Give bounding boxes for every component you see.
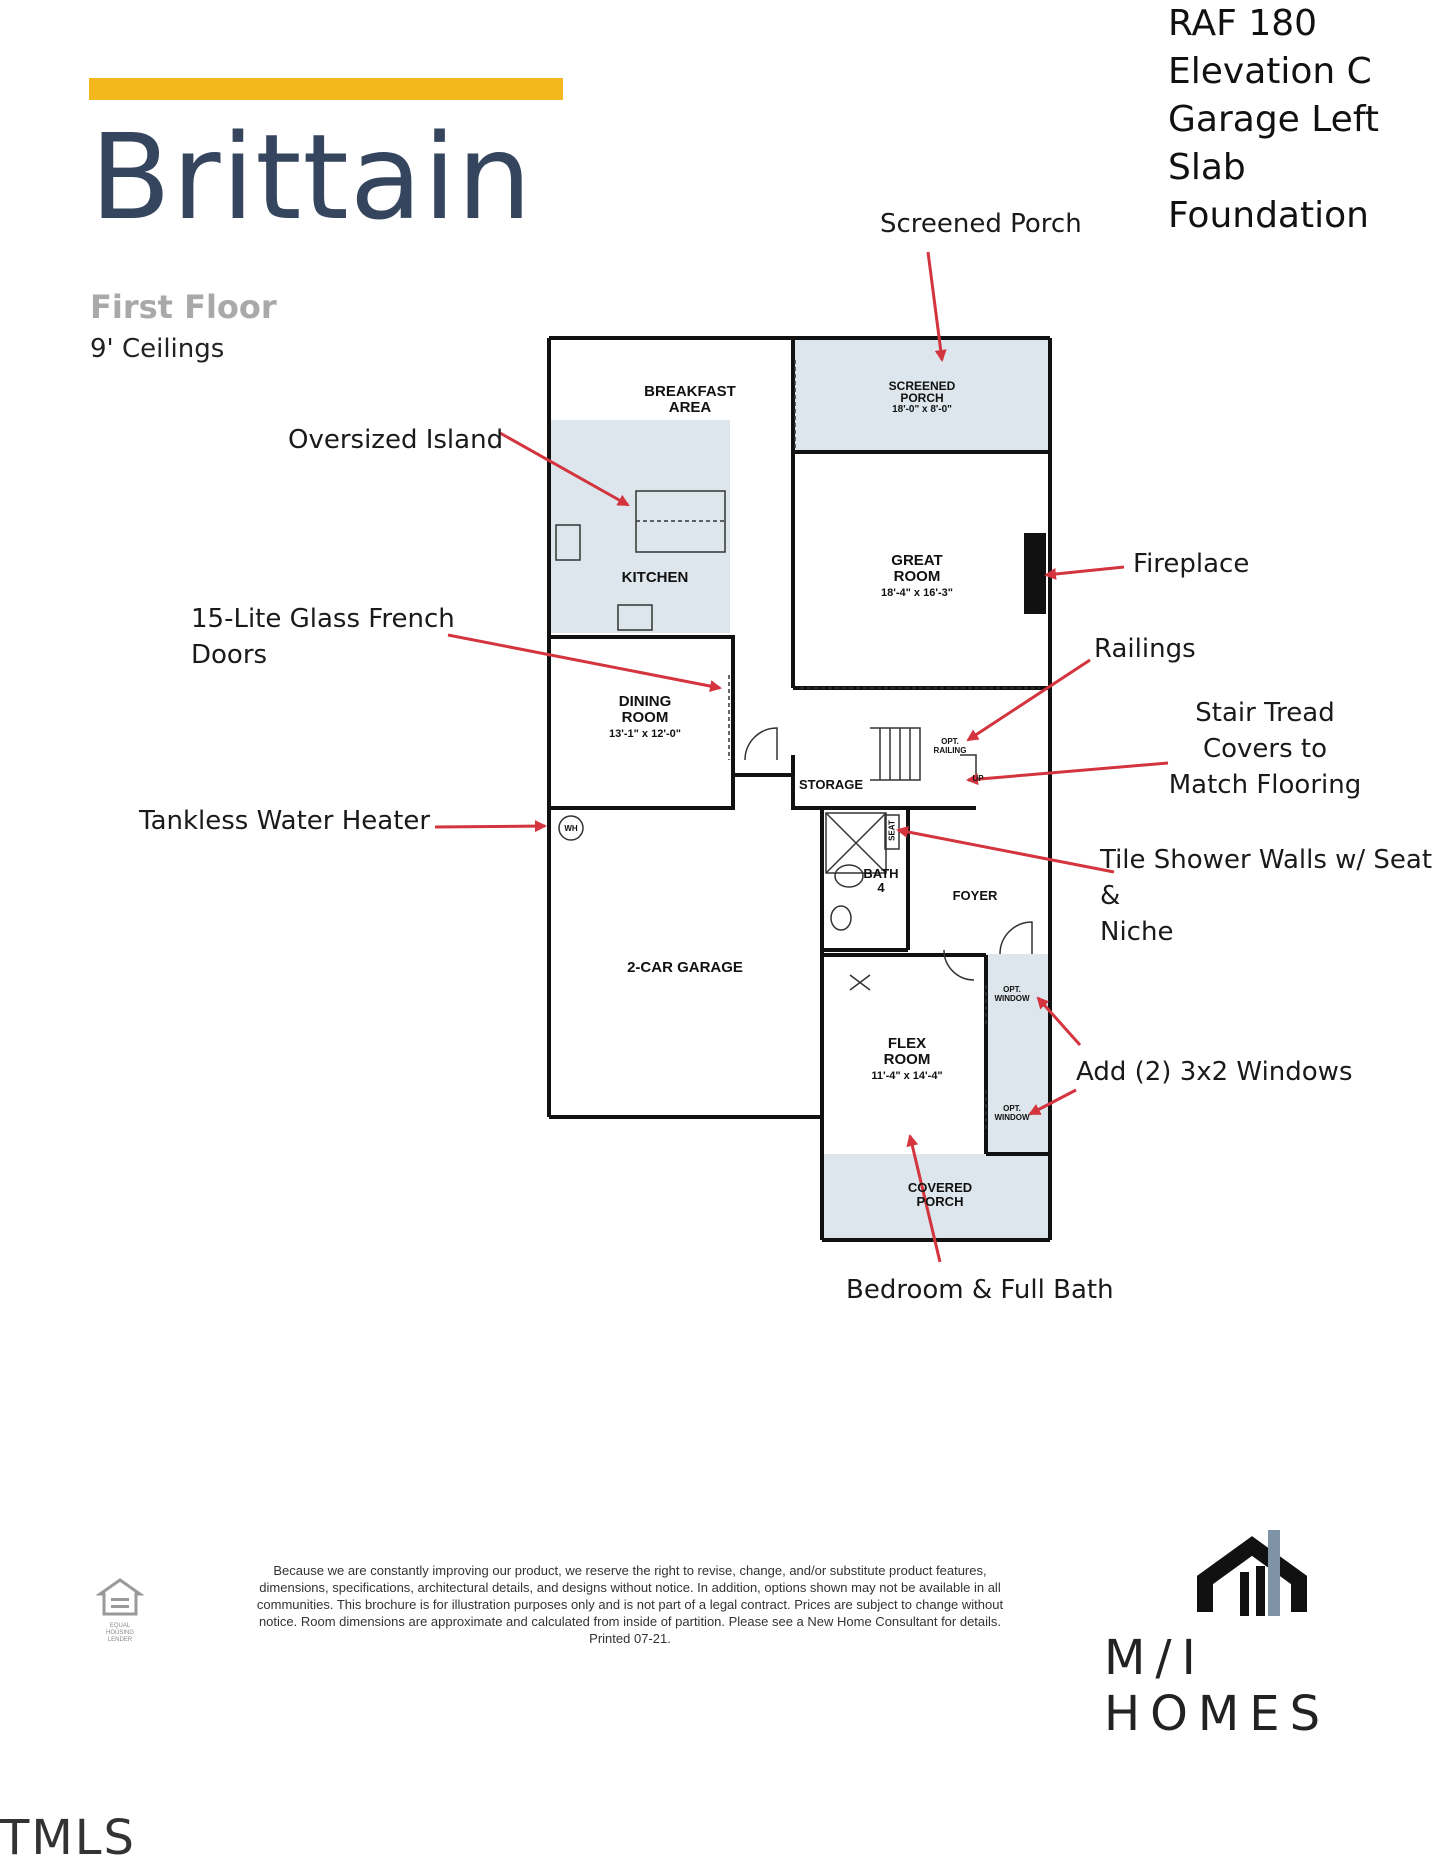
equal-housing-icon — [95, 1578, 145, 1616]
opt-railing-label: OPT. RAILING — [930, 737, 970, 755]
room-storage: STORAGE — [798, 777, 864, 792]
stair-up-label: UP — [972, 774, 984, 783]
room-dining: DINING ROOM 13'-1" x 12'-0" — [590, 694, 700, 742]
room-flex: FLEX ROOM 11'-4" x 14'-4" — [852, 1036, 962, 1084]
callout-french-doors-line2: Doors — [191, 640, 268, 670]
tmls-watermark: TMLS — [0, 1810, 136, 1866]
callout-tile-shower: Tile Shower Walls w/ Seat & Niche — [1100, 842, 1446, 950]
opt-railing-line1: OPT. — [941, 737, 959, 746]
room-screened-porch: SCREENED PORCH 18'-0" x 8'-0" — [862, 380, 982, 416]
room-screened-line2: PORCH — [900, 391, 944, 405]
kitchen-fill — [551, 420, 730, 633]
room-screened-dim: 18'-0" x 8'-0" — [892, 404, 952, 415]
callout-french-doors-line1: 15-Lite Glass French — [191, 604, 455, 634]
callout-french-doors: 15-Lite Glass French Doors — [191, 601, 455, 673]
opt-window-2-line2: WINDOW — [994, 1113, 1030, 1122]
room-great: GREAT ROOM 18'-4" x 16'-3" — [862, 553, 972, 601]
room-bath-4: BATH 4 — [856, 867, 906, 895]
equal-housing-line2: LENDER — [107, 1637, 133, 1643]
callout-railings: Railings — [1094, 634, 1196, 664]
interior-details — [555, 360, 1040, 1130]
room-screened-line1: SCREENED — [888, 379, 956, 393]
floor-label: First Floor — [90, 288, 277, 326]
callout-stair-line1: Stair Tread — [1195, 698, 1335, 728]
brand-name: M/I HOMES — [1104, 1630, 1331, 1742]
room-breakfast-line2: AREA — [668, 399, 712, 416]
callout-oversized-island: Oversized Island — [288, 425, 504, 455]
room-bath-line2: 4 — [877, 880, 885, 895]
equal-housing-line1: EQUAL HOUSING — [105, 1623, 134, 1636]
opt-window-1-line2: WINDOW — [994, 994, 1030, 1003]
room-covered-line2: PORCH — [916, 1194, 964, 1209]
water-heater-label: WH — [564, 824, 578, 833]
room-foyer: FOYER — [952, 888, 998, 903]
callout-fireplace: Fireplace — [1133, 549, 1250, 579]
room-great-line1: GREAT — [891, 552, 943, 569]
room-flex-line2: ROOM — [883, 1051, 931, 1068]
callout-shower-line1: Tile Shower Walls w/ Seat & — [1100, 845, 1433, 911]
room-dining-line2: ROOM — [621, 709, 669, 726]
room-breakfast: BREAKFAST AREA — [620, 384, 760, 416]
room-covered-line1: COVERED — [907, 1180, 973, 1195]
room-great-dim: 18'-4" x 16'-3" — [881, 587, 953, 599]
callout-stair-line2: Covers to — [1202, 734, 1328, 764]
screened-porch-fill — [794, 340, 1050, 452]
opt-window-2-label: OPT. WINDOW — [990, 1104, 1034, 1122]
house-icon — [1197, 1530, 1307, 1616]
accent-bar — [89, 78, 563, 100]
opt-window-1-line1: OPT. — [1003, 985, 1021, 994]
spec-elevation: Elevation C — [1168, 51, 1372, 92]
disclaimer-text: Because we are constantly improving our … — [256, 1563, 1004, 1646]
walls — [547, 336, 1052, 1242]
opt-window-2-line1: OPT. — [1003, 1104, 1021, 1113]
callout-stair-line3: Match Flooring — [1168, 770, 1362, 800]
opt-window-1-label: OPT. WINDOW — [990, 985, 1034, 1003]
callout-arrows — [434, 251, 1169, 1263]
room-dining-line1: DINING — [618, 693, 672, 710]
side-porch-fill — [986, 954, 1050, 1154]
callout-stair-treads: Stair Tread Covers to Match Flooring — [1160, 695, 1370, 803]
covered-porch-fill — [822, 1154, 1050, 1240]
callout-water-heater: Tankless Water Heater — [139, 806, 431, 836]
room-garage: 2-CAR GARAGE — [627, 959, 743, 976]
ceiling-height: 9' Ceilings — [90, 334, 225, 364]
room-bath-line1: BATH — [863, 866, 899, 881]
callout-bedroom-bath: Bedroom & Full Bath — [846, 1275, 1114, 1305]
callout-screened-porch: Screened Porch — [880, 209, 1082, 239]
room-flex-dim: 11'-4" x 14'-4" — [871, 1070, 943, 1082]
callout-windows: Add (2) 3x2 Windows — [1076, 1057, 1353, 1087]
spec-foundation: Slab Foundation — [1168, 147, 1369, 236]
callout-shower-line2: Niche — [1100, 917, 1174, 947]
room-great-line2: ROOM — [893, 568, 941, 585]
plan-title: Brittain — [90, 108, 533, 246]
equal-housing-logo: EQUAL HOUSING LENDER — [95, 1578, 145, 1644]
room-kitchen: KITCHEN — [621, 569, 689, 586]
room-breakfast-line1: BREAKFAST — [644, 383, 736, 400]
spec-raf: RAF 180 — [1168, 3, 1318, 44]
room-dining-dim: 13'-1" x 12'-0" — [609, 728, 681, 740]
room-flex-line1: FLEX — [887, 1035, 927, 1052]
room-covered-porch: COVERED PORCH — [890, 1181, 990, 1209]
spec-garage: Garage Left — [1168, 99, 1379, 140]
opt-railing-line2: RAILING — [933, 746, 967, 755]
plan-specs: RAF 180 Elevation C Garage Left Slab Fou… — [1168, 0, 1446, 240]
